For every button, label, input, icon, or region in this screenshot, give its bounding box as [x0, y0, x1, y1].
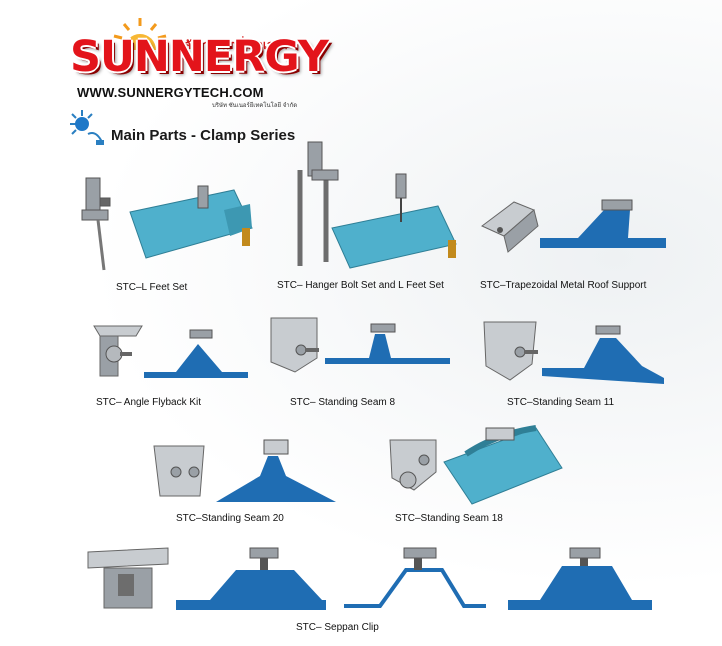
caption-angle-flyback-kit: STC– Angle Flyback Kit: [96, 397, 202, 408]
caption-seppan-clip: STC– Seppan Clip: [296, 622, 379, 633]
angle-flyback-kit-image: [93, 325, 248, 378]
solar-panel-icon: [70, 110, 104, 145]
caption-standing-seam-8: STC– Standing Seam 8: [290, 397, 396, 408]
standing-seam-20-image: [153, 439, 336, 502]
caption-l-feet-set: STC–L Feet Set: [116, 282, 188, 293]
hanger-bolt-set-image: [297, 141, 457, 269]
website-url: WWW.SUNNERGYTECH.COM: [77, 85, 264, 100]
caption-standing-seam-18: STC–Standing Seam 18: [395, 513, 503, 524]
sun-icon: [113, 18, 167, 50]
standing-seam-8-image: [270, 317, 450, 373]
trapezoidal-support-image: [481, 199, 666, 253]
l-feet-set-image: [81, 177, 253, 271]
seppan-clip-image: [87, 547, 652, 610]
standing-seam-18-image: [389, 425, 563, 505]
section-heading: Main Parts - Clamp Series: [111, 127, 296, 144]
caption-standing-seam-20: STC–Standing Seam 20: [176, 513, 284, 524]
company-name: บริษัท ซันเนอร์ยีเทคโนโลยี จำกัด: [212, 103, 298, 109]
caption-hanger-bolt-set: STC– Hanger Bolt Set and L Feet Set: [277, 280, 444, 291]
caption-trapezoidal-support: STC–Trapezoidal Metal Roof Support: [480, 280, 647, 291]
caption-standing-seam-11: STC–Standing Seam 11: [507, 397, 615, 408]
brand-logo: SUNNERGY: [70, 32, 329, 82]
standing-seam-11-image: [483, 321, 664, 384]
logo-tagline: พลังงาน ทุกที่ ทุกเวลา: [176, 38, 288, 52]
